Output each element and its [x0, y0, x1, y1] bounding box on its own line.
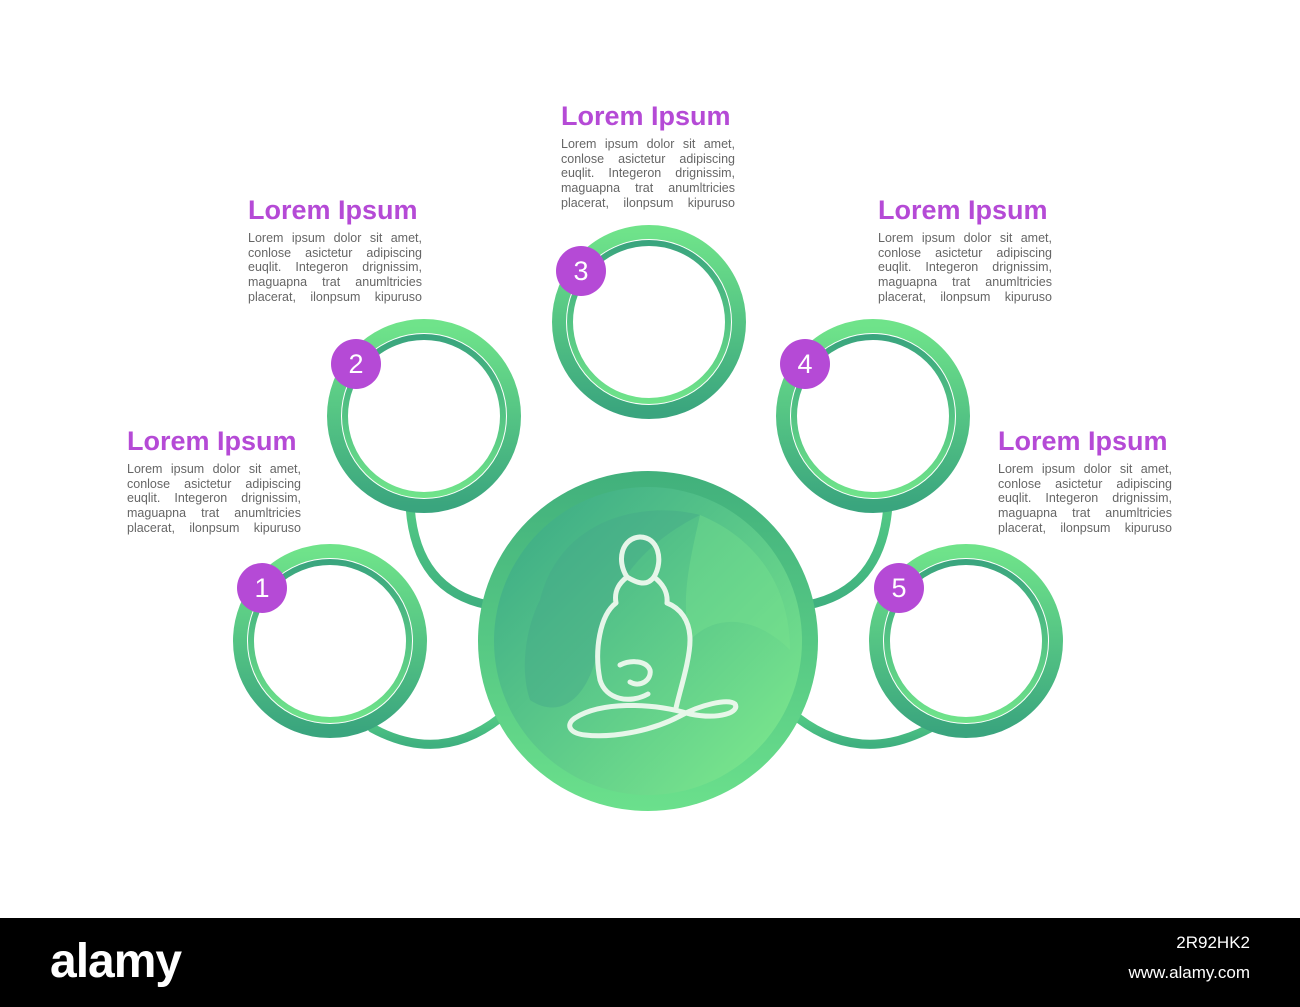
- image-id: 2R92HK2: [1176, 933, 1250, 952]
- alamy-logo: alamy: [50, 935, 182, 988]
- connector-2: [405, 500, 493, 610]
- watermark-footer: alamy 2R92HK2 www.alamy.com: [0, 918, 1300, 1007]
- connector-1: [367, 713, 505, 749]
- step-number-badge-3: 3: [556, 246, 606, 296]
- node-ring-1: [233, 544, 427, 738]
- step-title-4: Lorem Ipsum: [878, 195, 1048, 225]
- step-number-badge-1: 1: [237, 563, 287, 613]
- step-title-3: Lorem Ipsum: [561, 101, 731, 131]
- site-url: www.alamy.com: [1128, 963, 1250, 982]
- node-ring-5: [869, 544, 1063, 738]
- connectors: [367, 413, 935, 749]
- step-title-5: Lorem Ipsum: [998, 426, 1168, 456]
- node-ring-4: [776, 319, 970, 513]
- infographic: 1 2 3 4 5 Lorem Ipsum Lorem ipsum dolor …: [127, 101, 1172, 811]
- step-text-2: Lorem ipsum dolor sit amet, conlose asic…: [248, 231, 422, 304]
- step-text-1: Lorem ipsum dolor sit amet, conlose asic…: [127, 462, 301, 535]
- step-number-badge-4: 4: [780, 339, 830, 389]
- step-text-5: Lorem ipsum dolor sit amet, conlose asic…: [998, 462, 1172, 535]
- node-ring-2: [327, 319, 521, 513]
- connector-4: [803, 500, 893, 610]
- central-hub: [478, 471, 818, 811]
- step-text-4: Lorem ipsum dolor sit amet, conlose asic…: [878, 231, 1052, 304]
- step-number-badge-5: 5: [874, 563, 924, 613]
- step-number-badge-2: 2: [331, 339, 381, 389]
- circle-diagram: [233, 225, 1063, 811]
- connector-5: [793, 713, 935, 749]
- meditation-figure-icon: [567, 534, 739, 739]
- step-text-3: Lorem ipsum dolor sit amet, conlose asic…: [561, 137, 735, 210]
- step-title-1: Lorem Ipsum: [127, 426, 297, 456]
- node-ring-3: [552, 225, 746, 419]
- step-title-2: Lorem Ipsum: [248, 195, 418, 225]
